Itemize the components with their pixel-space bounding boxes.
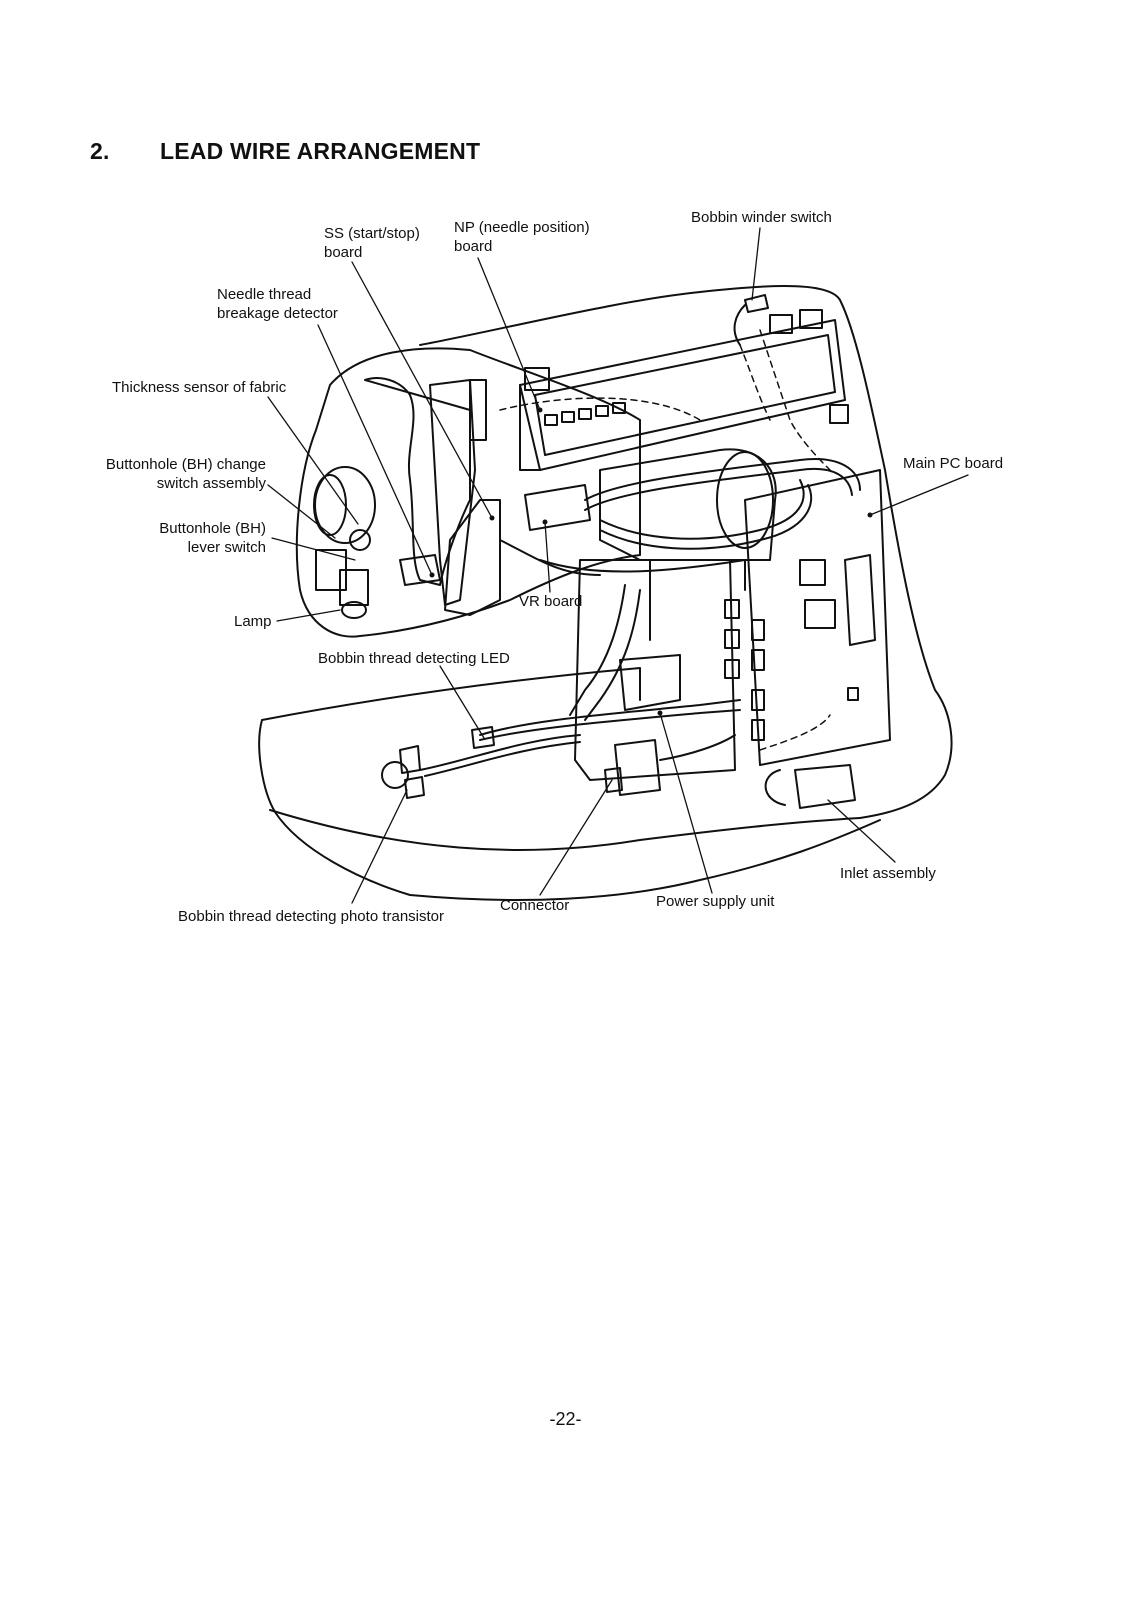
- np-board-switches: [544, 402, 626, 426]
- power-supply-box: [574, 559, 736, 781]
- inlet-assembly: [794, 764, 856, 809]
- pc-chip-1: [799, 559, 826, 586]
- leader-lamp: [276, 609, 341, 622]
- label-bobbin-led: Bobbin thread detecting LED: [318, 650, 510, 667]
- leader-main-pc: [869, 474, 969, 516]
- pc-chip-2: [804, 599, 836, 629]
- label-photo-transistor: Bobbin thread detecting photo transistor: [178, 908, 445, 925]
- connector-body: [614, 739, 661, 796]
- leader-photo-transistor: [351, 789, 408, 904]
- leader-inlet: [827, 799, 896, 863]
- leader-ss-board: [351, 261, 493, 519]
- label-thickness-sensor: Thickness sensor of fabric: [112, 379, 287, 396]
- label-needle-thread-detector: Needle thread breakage detector: [217, 286, 338, 322]
- label-bobbin-winder-switch: Bobbin winder switch: [691, 209, 832, 226]
- label-bh-lever-switch: Buttonhole (BH) lever switch: [159, 520, 266, 556]
- leader-bh-lever: [271, 537, 356, 561]
- main-pc-board: [744, 469, 891, 766]
- ss-board-bracket: [444, 499, 501, 616]
- motor-body: [599, 448, 777, 561]
- display-mount-right: [769, 314, 793, 334]
- lamp-bulb: [341, 601, 367, 619]
- sensor-cylinder-face: [313, 474, 347, 536]
- label-ss-board: SS (start/stop) board: [324, 225, 420, 261]
- face-plate: [429, 379, 476, 606]
- pc-board-clip: [847, 687, 859, 701]
- leader-lines: [267, 227, 969, 904]
- wire-harness: [419, 458, 861, 777]
- label-bh-change-switch: Buttonhole (BH) change switch assembly: [105, 456, 266, 492]
- sensor-knob: [349, 529, 371, 551]
- machine-base-outline: [258, 667, 881, 901]
- lead-wire-diagram: [258, 227, 969, 904]
- motor-end: [716, 451, 774, 549]
- label-lamp: Lamp: [234, 613, 272, 630]
- pc-connectors-left: [724, 599, 765, 741]
- display-bracket: [519, 319, 846, 471]
- connector-plug: [604, 767, 623, 793]
- lamp-housing: [339, 569, 369, 606]
- leader-connector: [539, 779, 613, 896]
- bobbin-winder-wire: [733, 304, 746, 346]
- photo-transistor-ring: [381, 761, 409, 789]
- section-number: 2.: [90, 138, 110, 164]
- photo-transistor: [404, 776, 425, 799]
- leader-bh-change: [267, 484, 336, 539]
- bobbin-led: [471, 726, 495, 749]
- label-main-pc-board: Main PC board: [903, 455, 1004, 472]
- machine-base-rim: [269, 809, 861, 851]
- section-title: LEAD WIRE ARRANGEMENT: [160, 138, 481, 164]
- label-inlet-assembly: Inlet assembly: [840, 865, 936, 882]
- display-bracket-side: [519, 384, 541, 471]
- face-bracket: [469, 379, 487, 441]
- power-supply-label: [619, 654, 681, 711]
- machine-arm-outline: [419, 285, 953, 819]
- display-window: [534, 334, 836, 456]
- machine-head-outline: [295, 347, 641, 638]
- pc-connector-strip: [844, 554, 876, 646]
- leader-bobbin-led: [439, 665, 485, 739]
- photo-transistor-holder: [399, 745, 421, 774]
- label-power-supply-unit: Power supply unit: [656, 893, 775, 910]
- label-np-board: NP (needle position) board: [454, 219, 590, 255]
- page-number: -22-: [549, 1409, 582, 1429]
- inlet-cable: [764, 769, 786, 806]
- leader-vr-board: [544, 521, 551, 593]
- label-connector: Connector: [500, 897, 570, 914]
- vr-board: [524, 484, 591, 531]
- leader-np-board: [477, 257, 541, 411]
- front-cover-part: [364, 377, 471, 586]
- leader-needle-detector: [317, 324, 433, 576]
- leader-bobbin-winder: [751, 227, 761, 301]
- display-mount-left: [524, 367, 550, 391]
- label-vr-board: VR board: [519, 593, 583, 610]
- hidden-wire-lines: [499, 329, 831, 751]
- leader-thickness-sensor: [267, 396, 359, 525]
- leader-dots: [429, 407, 873, 716]
- display-mount-lower: [829, 404, 849, 424]
- display-mount-right-2: [799, 309, 823, 329]
- bobbin-winder-switch: [744, 294, 769, 313]
- leader-power-supply: [659, 712, 713, 894]
